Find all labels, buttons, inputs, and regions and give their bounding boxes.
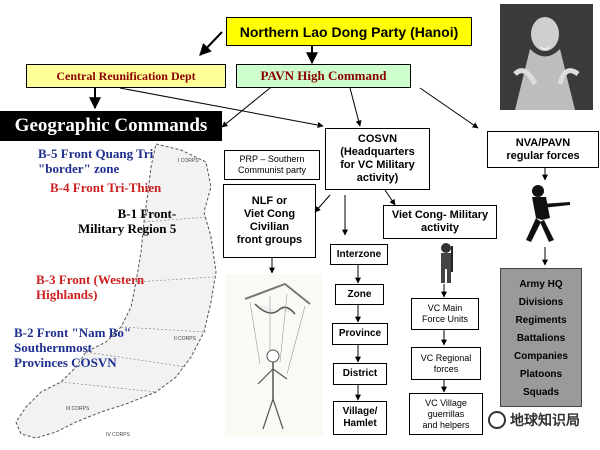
army-battalions-item: Battalions [516, 332, 566, 344]
chain-village-box: Village/ Hamlet [333, 401, 387, 435]
party-label: Northern Lao Dong Party (Hanoi) [239, 23, 459, 40]
watermark: 地球知识局 [488, 406, 580, 434]
vc-regional-box: VC Regional forces [411, 347, 481, 380]
pavn-high-command-box: PAVN High Command [236, 64, 411, 88]
puppet-strings-image [225, 274, 323, 437]
i-corps-label: I CORPS [178, 158, 199, 164]
chain-district-box: District [333, 363, 387, 385]
prp-box: PRP – Southern Communist party [224, 150, 320, 180]
army-hierarchy-panel: Army HQ Divisions Regiments Battalions C… [500, 268, 582, 407]
iv-corps-label: IV CORPS [106, 432, 131, 438]
nlf-box: NLF or Viet Cong Civilian front groups [223, 184, 316, 258]
army-regiments-item: Regiments [515, 314, 567, 326]
vietnam-map: I CORPS II CORPS III CORPS IV CORPS [6, 142, 222, 442]
b1-front-label: B-1 Front- Military Region 5 [78, 206, 177, 236]
nva-box: NVA/PAVN regular forces [487, 131, 599, 168]
army-companies-item: Companies [514, 350, 568, 362]
vc-military-box: Viet Cong- Military activity [383, 205, 497, 239]
cosvn-label: COSVN (Headquarters for VC Military acti… [340, 133, 415, 184]
vc-military-label: Viet Cong- Military activity [391, 209, 489, 234]
vc-soldier-figure [435, 242, 457, 284]
b5-front-label: B-5 Front Quang Tri "border" zone [38, 146, 154, 176]
chain-province-box: Province [332, 323, 388, 345]
cosvn-box: COSVN (Headquarters for VC Military acti… [325, 128, 430, 190]
army-divisions-item: Divisions [518, 296, 564, 308]
b3-front-label: B-3 Front (Western Highlands) [36, 272, 145, 302]
leader-portrait [500, 4, 593, 110]
nva-soldier-silhouette [512, 182, 572, 246]
reunification-dept-label: Central Reunification Dept [56, 68, 196, 83]
b2-front-label: B-2 Front "Nam Bo" Southernmost Province… [14, 325, 132, 370]
party-box: Northern Lao Dong Party (Hanoi) [226, 17, 472, 46]
b4-front-label: B-4 Front Tri-Thien [50, 180, 162, 195]
geographic-commands-label: Geographic Commands [14, 115, 208, 136]
ii-corps-label: II CORPS [174, 336, 197, 342]
pavn-high-command-label: PAVN High Command [260, 68, 387, 83]
iii-corps-label: III CORPS [66, 406, 90, 412]
reunification-dept-box: Central Reunification Dept [26, 64, 226, 88]
nva-label: NVA/PAVN regular forces [506, 136, 580, 162]
watermark-icon [488, 411, 506, 429]
vc-main-force-box: VC Main Force Units [411, 298, 479, 330]
chain-zone-box: Zone [335, 284, 384, 305]
watermark-text: 地球知识局 [510, 413, 580, 429]
prp-label: PRP – Southern Communist party [237, 154, 307, 175]
vc-village-box: VC Village guerrillas and helpers [409, 393, 483, 435]
army-hq-item: Army HQ [519, 278, 563, 290]
nlf-label: NLF or Viet Cong Civilian front groups [236, 195, 303, 246]
army-platoons-item: Platoons [519, 368, 563, 380]
army-squads-item: Squads [522, 386, 560, 398]
geographic-commands-title: Geographic Commands [0, 111, 222, 141]
chain-interzone-box: Interzone [330, 244, 388, 265]
